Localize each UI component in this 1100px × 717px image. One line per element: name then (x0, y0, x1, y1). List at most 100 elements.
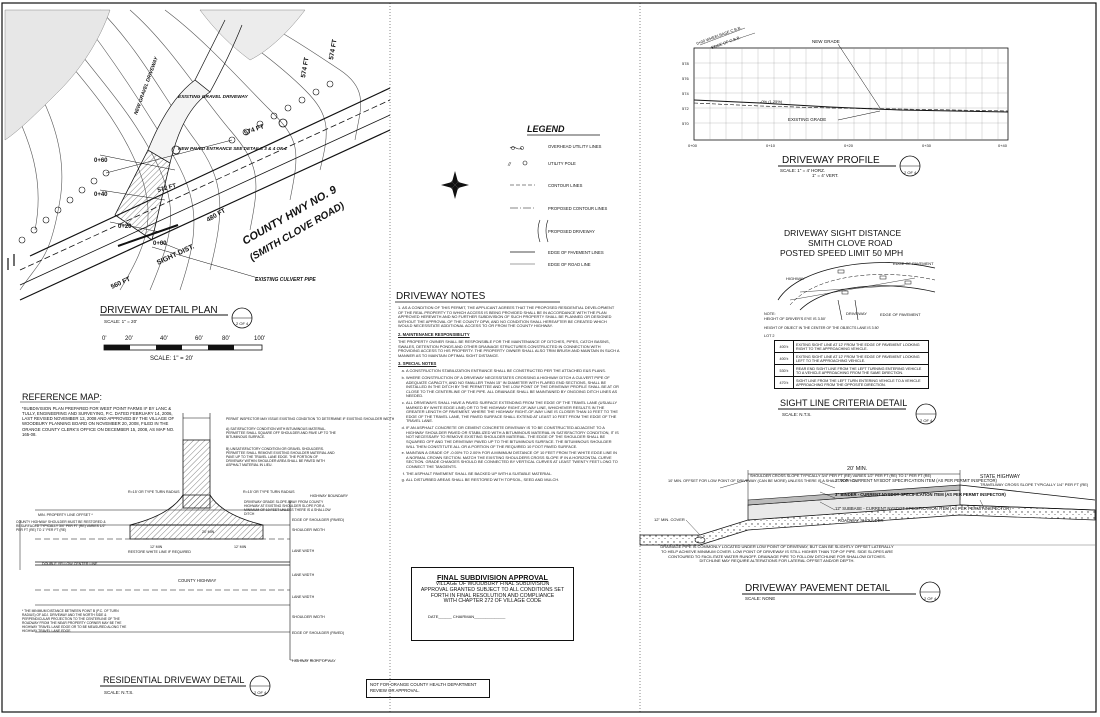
plan-scale: SCALE: 1" = 20' (104, 319, 137, 324)
pav-shoulder: SHOULDER CROSS SLOPE TYPICALLY 3/4" PER … (750, 474, 932, 478)
approval-title: FINAL SUBDIVISION APPROVAL (437, 573, 548, 582)
res-restore: RESTORE WHITE LINE IF REQUIRED (128, 550, 191, 554)
sight-title-3: POSTED SPEED LIMIT 50 MPH (780, 248, 903, 258)
bar-scale: 0' 20' 40' 60' 80' 100' SCALE: 1" = 20' (102, 336, 265, 362)
res-double-yellow: DOUBLE YELLOW CENTER LINE (42, 562, 98, 566)
driveway-detail-plan: COUNTY HWY NO. 9 (SMITH CLOVE ROAD) NEW … (4, 9, 391, 362)
res-fifteen-r-left: R=15' OR TYPE TURN RADIUS (128, 490, 180, 494)
utility-pole-symbol (522, 160, 528, 166)
label-574-b: 574 FT (328, 39, 338, 61)
notes-title: DRIVEWAY NOTES (396, 291, 486, 302)
profile-slope: -0% (1.25%) (760, 99, 783, 104)
notes-header: DRIVEWAY NOTES (395, 291, 560, 303)
profile-ytick-578: 578 (682, 61, 689, 66)
notes-h3: 3. SPECIAL NOTES (398, 361, 437, 367)
new-grade-line (693, 99, 1009, 113)
notes-p1: 1. AS A CONDITION OF THIS PERMIT, THE AP… (398, 305, 615, 329)
res-min-dist: * THE MINIMUM DISTANCE BETWEEN POINT B (… (22, 609, 127, 633)
res-lane-width-3: LANE WIDTH (292, 595, 315, 599)
profile-existing-grade: EXISTING GRADE (788, 117, 826, 122)
profile-ytick-572: 572 (682, 106, 689, 111)
criteria-title: SIGHT LINE CRITERIA DETAIL (780, 398, 907, 408)
sight-title-1: DRIVEWAY SIGHT DISTANCE (784, 228, 901, 238)
sight-note-3: HEIGHT OF OBJECT IN THE CENTER OF THE OB… (764, 326, 879, 330)
legend-item-prop-driveway: PROPOSED DRIVEWAY (548, 229, 595, 234)
notes-item: WHERE CONSTRUCTION OF A DRIVEWAY NECESSI… (406, 375, 620, 399)
profile-xtick-030: 0+30 (922, 143, 932, 148)
label-sta-020: 0+20 (118, 224, 132, 230)
table-row: 400'± EXITING SIGHT LINE AT 12' FROM THE… (774, 340, 929, 353)
bar-scale-text: SCALE: 1" = 20' (150, 356, 193, 362)
bar-tick-0: 0' (102, 336, 106, 342)
approval-line-2: APPROVAL GRANTED SUBJECT TO ALL CONDITIO… (420, 586, 565, 593)
res-shoulder-edge: EDGE OF SHOULDER (PAVED) (292, 518, 344, 522)
res-county-hwy: COUNTY HIGHWAY (178, 578, 217, 583)
pav-offset: 10' MIN. OFFSET FOR LOW POINT OF DRIVEWA… (668, 479, 857, 483)
pav-roadway-shoulder: ROADWAY SHOULDER (838, 518, 884, 523)
res-note-b: B) UNSATISFACTORY CONDITION OR GRAVEL SH… (226, 447, 335, 468)
profile-scale-2: 1" = 4' VERT. (812, 173, 839, 178)
notes-p2: THE PROPERTY OWNER SHALL BE RESPONSIBLE … (398, 339, 620, 358)
res-width-12: 12' MIN (150, 545, 163, 549)
bar-tick-100: 100' (254, 336, 265, 342)
sight-distance: DRIVEWAY SIGHT DISTANCE SMITH CLOVE ROAD… (764, 228, 937, 425)
bar-tick-20: 20' (125, 336, 133, 342)
profile-ytick-574: 574 (682, 91, 689, 96)
profile-xtick-020: 0+20 (844, 143, 854, 148)
profile-sheet: 2 OF 4 (904, 170, 917, 175)
profile-xtick-000: 0+00 (688, 143, 698, 148)
res-driveway-slope: DRIVEWAY GRADE SLOPE AWAY FROM COUNTY HI… (244, 500, 331, 517)
existing-grade-line (693, 102, 1009, 112)
res-lane-width-2: LANE WIDTH (292, 573, 315, 577)
legend-item-overhead: OVERHEAD UTILITY LINES (548, 144, 602, 149)
label-new-gravel: NEW GRAVEL DRIVEWAY (133, 56, 160, 116)
criteria-text: EXITING SIGHT LINE AT 12' FROM THE EDGE … (793, 340, 929, 353)
res-prop-line: MIN. PROPERTY LINE OFFSET * (38, 513, 93, 517)
final-approval-box: FINAL SUBDIVISION APPROVAL VILLAGE OF WO… (411, 567, 574, 641)
approval-line-3: FORTH IN FINAL RESOLUTION AND COMPLIANCE (430, 592, 555, 599)
res-note-a: A) SATISFACTORY CONDITION WITH BITUMINOU… (226, 427, 336, 440)
legend-item-pole: UTILITY POLE (548, 161, 576, 166)
criteria-text: SIGHT LINE FROM THE LEFT TURN ENTERING V… (793, 376, 929, 389)
label-new-paved: NEW PAVED ENTRANCE SEE DETAILS 3 & 4 OF … (178, 146, 287, 151)
pav-subbase: 12" SUBBASE - CURRENT NYSDOT SPECIFICATI… (835, 506, 1011, 511)
label-574-a: 574 FT (300, 57, 310, 79)
pavement-detail: 20' MIN. 10' MIN. OFFSET FOR LOW POINT O… (639, 466, 1096, 603)
table-row: 470'± SIGHT LINE FROM THE LEFT TURN ENTE… (774, 376, 929, 389)
legend-title: LEGEND (527, 124, 565, 134)
res-permit-note: PERMIT INSPECTOR MAY ISSUE EXISTING COND… (226, 417, 395, 421)
bar-tick-40: 40' (160, 336, 168, 342)
legend-item-edge-road: EDGE OF ROAD LINE (548, 262, 591, 267)
criteria-text: EXITING SIGHT LINE AT 12' FROM THE EDGE … (793, 352, 929, 365)
notes-item: ALL DISTURBED AREAS SHALL BE RESTORED WI… (406, 478, 620, 483)
criteria-dist: 530'± (774, 364, 794, 377)
sight-highway: HIGHWAY (786, 276, 805, 281)
label-sta-060: 0+60 (94, 158, 108, 164)
approval-sign-line: DATE______ CHAIRMAN______________ (428, 614, 506, 620)
sight-driveway: DRIVEWAY (846, 311, 867, 316)
driveway-notes-body: 1. AS A CONDITION OF THIS PERMIT, THE AP… (398, 305, 620, 485)
res-fifteen-r-right: R=15' OR TYPE TURN RADIUS (243, 490, 295, 494)
legend-item-contour: CONTOUR LINES (548, 183, 583, 188)
bar-tick-60: 60' (195, 336, 203, 342)
criteria-text: REAR END SIGHT LINE FROM THE LEFT TURNIN… (793, 364, 929, 377)
res-scale: SCALE: N.T.S. (104, 690, 134, 695)
sight-note-2: HEIGHT OF DRIVER'S EYE IS 3.50' (764, 317, 826, 321)
reference-text: *SUBDIVISION PLAN PREPARED FOR WEST POIN… (22, 406, 175, 437)
sight-edge-label-2: EDGE OF PAVEMENT (880, 312, 921, 317)
legend-item-edge-pavement: EDGE OF PAVEMENT LINES (548, 250, 604, 255)
res-twenty-min: 20' MIN (202, 530, 215, 534)
profile-title: DRIVEWAY PROFILE (782, 155, 880, 166)
pav-binder: 3" BINDER - CURRENT NYSDOT SPECIFICATION… (835, 492, 1006, 497)
sight-title-2: SMITH CLOVE ROAD (808, 238, 893, 248)
pav-drainage: DRAINAGE PIPE IS COMMONLY LOCATED UNDER … (660, 544, 894, 564)
profile-xtick-040: 0+40 (998, 143, 1008, 148)
label-sta-040: 0+40 (94, 192, 108, 198)
pav-travelway: TRAVELWAY CROSS SLOPE TYPICALLY 1/4" PER… (980, 482, 1089, 487)
north-arrow-icon (441, 171, 469, 199)
plan-sheet-number: 2 OF 4 (236, 321, 249, 326)
table-row: 530'± REAR END SIGHT LINE FROM THE LEFT … (774, 364, 929, 377)
notes-h2: 2. MAINTENANCE RESPONSIBILITY (398, 332, 470, 338)
